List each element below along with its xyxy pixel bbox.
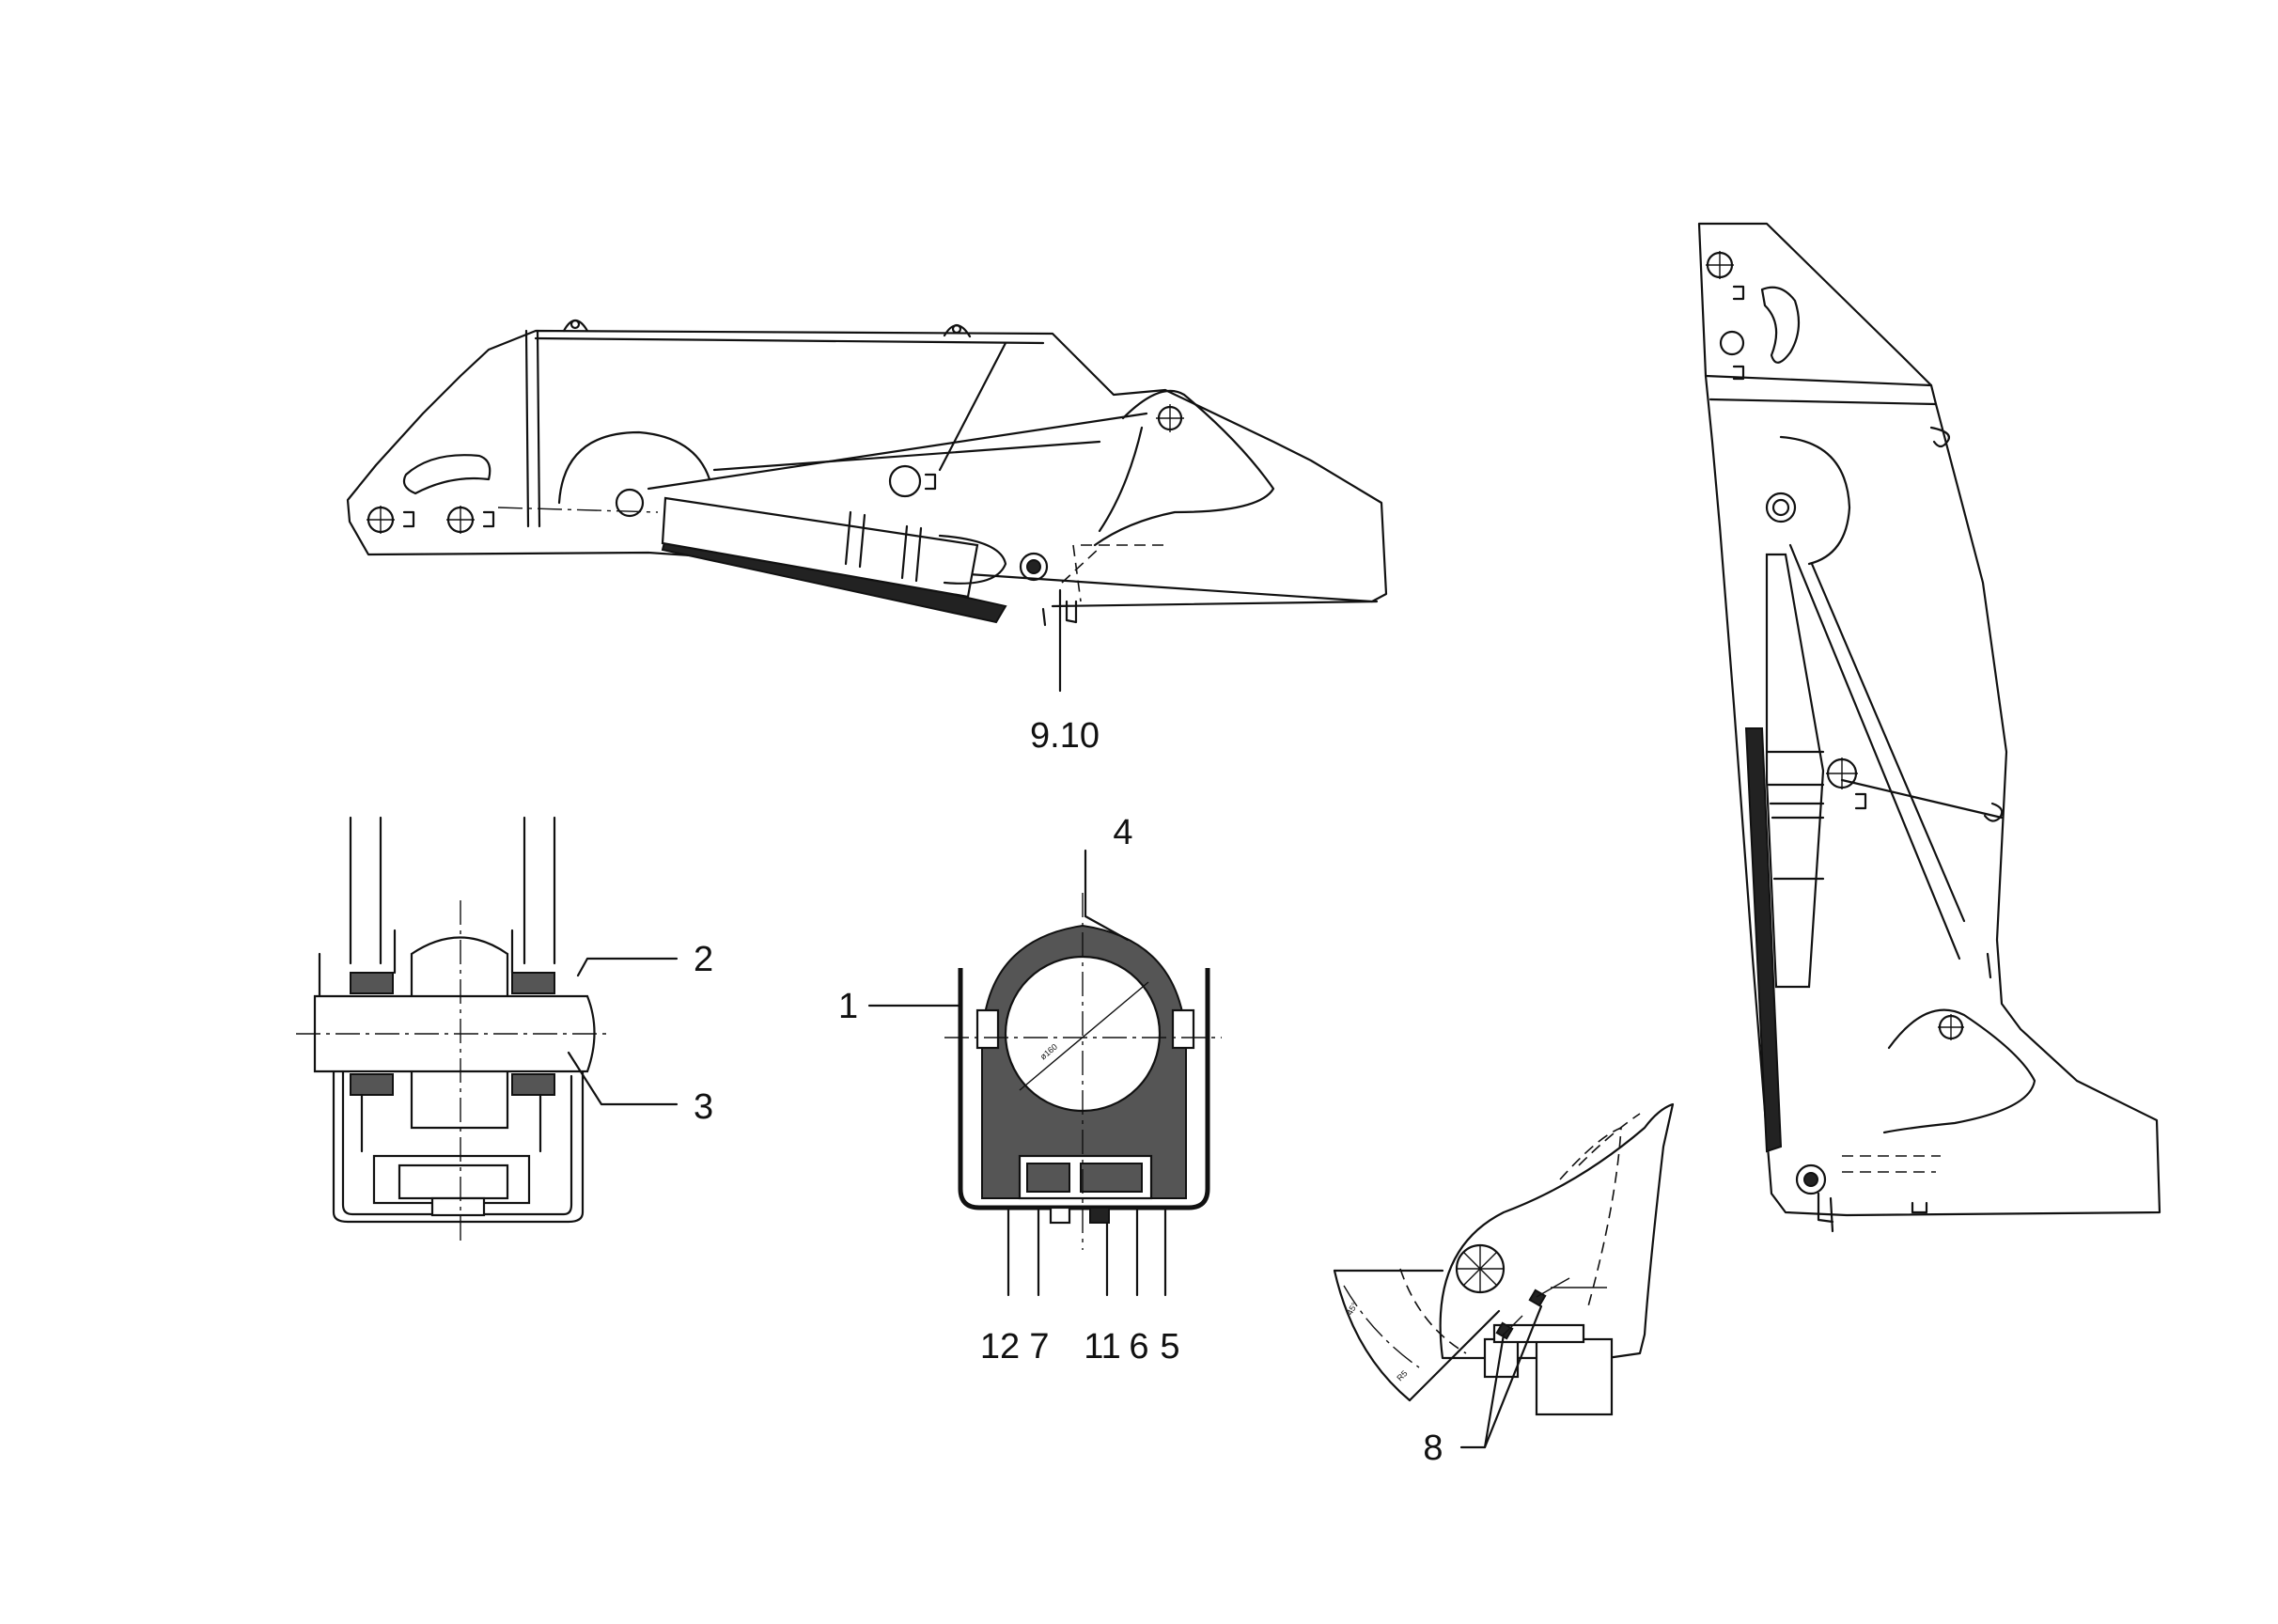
callout-item-12: 12 <box>980 1327 1020 1366</box>
pivot-section-view: 2 3 <box>296 816 713 1241</box>
callout-item-1: 1 <box>838 987 858 1026</box>
callout-item-2: 2 <box>694 940 713 979</box>
callout-pivot-pins: 9.10 <box>1030 716 1100 756</box>
callout-item-6: 6 <box>1129 1327 1148 1366</box>
callout-item-7: 7 <box>1029 1327 1049 1366</box>
pivot-detail-view: 45° R5 8 <box>1333 1102 1675 1468</box>
boom-side-view-horizontal: 9.10 <box>346 319 1388 756</box>
cylinder-cradle-section: ø160 1 4 12 7 11 6 5 <box>838 813 1222 1366</box>
callout-item-3: 3 <box>694 1087 713 1127</box>
svg-text:45°: 45° <box>1345 1301 1360 1317</box>
callout-item-11: 11 <box>1084 1327 1120 1366</box>
boom-side-view-vertical <box>1697 222 2161 1233</box>
callout-item-8: 8 <box>1423 1429 1443 1468</box>
callout-item-4: 4 <box>1113 813 1132 852</box>
svg-text:R5: R5 <box>1395 1368 1409 1382</box>
callout-item-5: 5 <box>1160 1327 1179 1366</box>
